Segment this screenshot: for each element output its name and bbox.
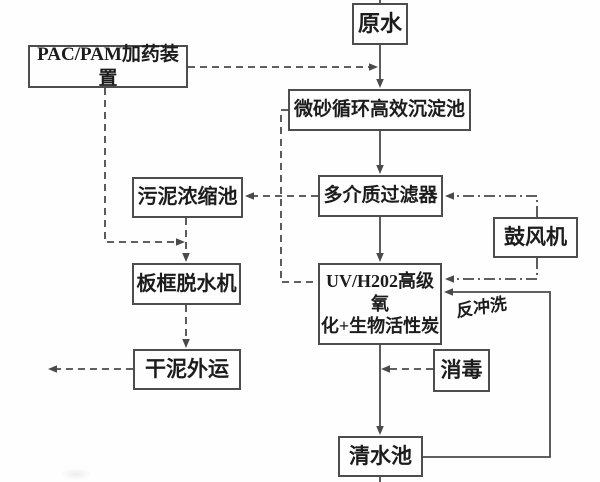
scan-artifact: [60, 468, 92, 480]
arrow-into-thickener: [245, 192, 254, 200]
dosing-to-sludge-line: [104, 88, 176, 243]
node-plate-frame-dewatering-label: 板框脱水机: [136, 272, 237, 295]
node-uv-bac-label-line1: UV/H202高级氧: [326, 271, 434, 314]
node-multimedia-filter-label: 多介质过滤器: [323, 185, 438, 207]
arrow-into-drysludge: [182, 339, 190, 348]
blower-to-filter-line: [454, 195, 538, 217]
node-uv-bac: UV/H202高级氧 化+生物活性炭: [318, 263, 442, 345]
node-blower-label: 鼓风机: [504, 225, 567, 250]
node-plate-frame-dewatering: 板框脱水机: [132, 263, 241, 305]
arrow-air-filter: [445, 192, 454, 200]
node-dry-sludge-transport: 干泥外运: [133, 349, 241, 390]
node-dry-sludge-transport-label: 干泥外运: [145, 357, 229, 382]
uvbac-to-sedimentation-line: [280, 109, 318, 283]
node-sludge-thickener-label: 污泥浓缩池: [137, 186, 238, 208]
arrow-air-uvbac: [445, 275, 454, 283]
arrow-into-dewatering: [182, 253, 190, 262]
arrow-drysludge-out: [48, 365, 57, 373]
node-blower: 鼓风机: [493, 217, 578, 258]
node-raw-water: 原水: [352, 3, 408, 45]
node-disinfection-label: 消毒: [440, 358, 483, 383]
blower-to-uvbac-line: [454, 258, 538, 280]
node-pac-pam-dosing: PAC/PAM加药装置: [28, 43, 188, 89]
arrow-into-sedimentation: [376, 79, 384, 88]
arrowheads: [48, 63, 454, 435]
node-disinfection: 消毒: [433, 349, 490, 392]
arrow-dosing-sludge: [176, 238, 185, 246]
node-microsand-sedimentation-label: 微砂循环高效沉淀池: [293, 99, 465, 121]
node-clear-water-tank: 清水池: [338, 436, 423, 477]
arrow-disinfection: [381, 365, 390, 373]
backwash-line: [423, 291, 551, 458]
node-multimedia-filter: 多介质过滤器: [318, 175, 443, 217]
arrow-backwash-uvbac: [444, 288, 453, 296]
node-pac-pam-dosing-label: PAC/PAM加药装置: [37, 43, 179, 89]
arrow-into-uvbac: [376, 253, 384, 262]
arrow-dosing-rawwater: [369, 63, 378, 71]
arrow-into-clearwater: [376, 426, 384, 435]
node-microsand-sedimentation: 微砂循环高效沉淀池: [288, 89, 471, 131]
node-uv-bac-label-line2: 化+生物活性炭: [320, 316, 440, 337]
node-clear-water-tank-label: 清水池: [349, 444, 412, 469]
node-sludge-thickener: 污泥浓缩池: [132, 177, 243, 218]
node-raw-water-label: 原水: [357, 11, 402, 37]
arrow-into-filter: [376, 165, 384, 174]
